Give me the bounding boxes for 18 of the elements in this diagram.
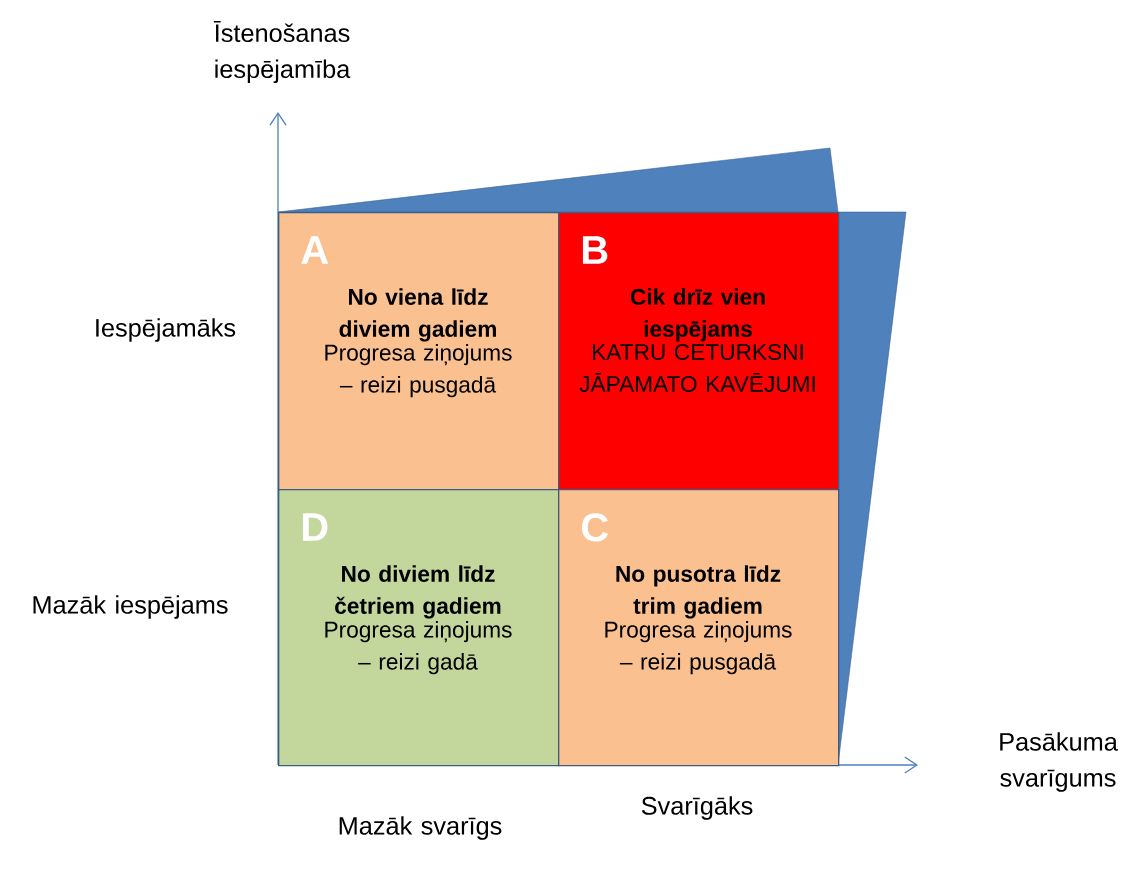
axis-label: Pasākuma svarīgums: [1000, 732, 1118, 792]
quadrant-letter: B: [582, 236, 608, 264]
quadrant-text: Progresa ziņojums – reizi pusgadā: [325, 344, 512, 398]
quadrant-heading: No pusotra līdz trim gadiem: [616, 565, 781, 619]
quadrant-letter: C: [581, 513, 609, 542]
quadrant-letter: D: [302, 513, 328, 541]
quadrant-text: KATRU CETURKSNI JĀPAMATO KAVĒJUMI: [579, 343, 815, 392]
quadrant-letter: A: [301, 236, 329, 264]
quadrant-heading: Cik drīz vien iespējams: [630, 288, 765, 342]
quadrant-text: Progresa ziņojums – reizi gadā: [325, 621, 512, 675]
quadrant-text: Progresa ziņojums – reizi pusgadā: [605, 621, 792, 675]
axis-label: Iespējamāks: [96, 318, 236, 342]
quadrant-heading: No viena līdz diviem gadiem: [339, 288, 496, 342]
axis-label: Svarīgāks: [641, 796, 753, 820]
axis-label: Mazāk svarīgs: [339, 816, 502, 840]
axis-label: Īstenošanas iespējamība: [213, 20, 351, 84]
quadrant-heading: No diviem līdz četriem gadiem: [335, 565, 501, 619]
axis-label: Mazāk iespējams: [33, 595, 228, 619]
